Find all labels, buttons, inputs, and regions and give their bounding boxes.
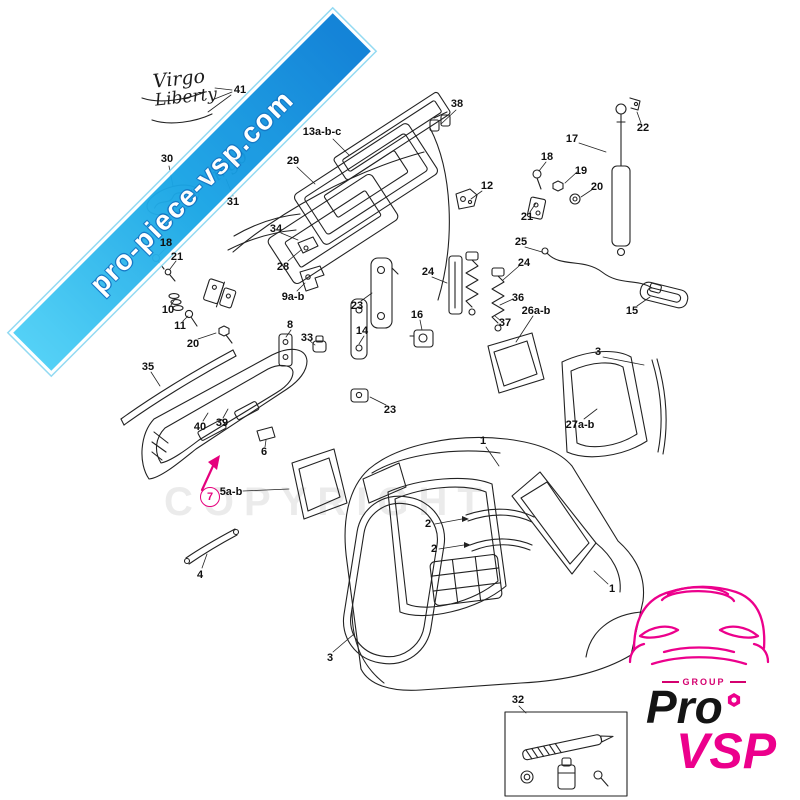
logo-vsp-text: VSP — [676, 723, 777, 779]
latch-16-part — [409, 329, 434, 348]
callout-33: 33 — [300, 332, 314, 344]
logo-group-row: GROUP — [662, 677, 747, 687]
callout-39: 39 — [215, 417, 229, 429]
callout-41: 41 — [233, 84, 247, 96]
callout-16: 16 — [410, 309, 424, 321]
windshield-27ab — [561, 350, 648, 458]
callout-8: 8 — [286, 319, 294, 331]
callout-2: 2 — [430, 543, 438, 555]
highlighted-callout-7: 7 — [200, 487, 220, 507]
grommet-33-part — [312, 335, 327, 353]
hinge-23b-part — [350, 388, 369, 403]
callout-6: 6 — [260, 446, 268, 458]
callout-34: 34 — [269, 223, 283, 235]
quarter-window-5ab — [291, 448, 348, 520]
callout-11: 11 — [174, 320, 186, 332]
hinge-38-part — [429, 111, 451, 132]
bracket-12-part — [455, 188, 478, 210]
callout-26a-b: 26a-b — [521, 305, 551, 317]
clip-22-part — [629, 97, 641, 111]
bracket-23-part — [370, 257, 399, 329]
callout-32: 32 — [511, 694, 525, 706]
callout-3: 3 — [594, 346, 602, 358]
callout-23: 23 — [383, 404, 397, 416]
kit-box-32 — [504, 711, 628, 797]
logo-group-label: GROUP — [682, 677, 726, 687]
provsp-car-logo — [628, 585, 770, 666]
callout-21: 21 — [170, 251, 184, 263]
callout-17: 17 — [565, 133, 579, 145]
seal-strips-2 — [465, 508, 535, 552]
callout-36: 36 — [511, 292, 525, 304]
callout-40: 40 — [193, 421, 207, 433]
quarter-window-26ab — [487, 332, 545, 394]
strip-4-part — [183, 528, 240, 565]
callout-21: 21 — [520, 211, 534, 223]
callout-35: 35 — [141, 361, 155, 373]
callout-24: 24 — [421, 266, 435, 278]
callout-15: 15 — [625, 305, 639, 317]
script-swashes — [141, 91, 213, 124]
sill-panel-39-40 — [141, 348, 308, 480]
callout-2: 2 — [424, 518, 432, 530]
callout-23: 23 — [350, 300, 364, 312]
trim-strip-35-part — [120, 349, 237, 426]
callout-28: 28 — [276, 261, 290, 273]
callout-30: 30 — [160, 153, 174, 165]
callout-1: 1 — [608, 583, 616, 595]
callout-4: 4 — [196, 569, 204, 581]
cable-25-part — [541, 247, 662, 294]
callout-20: 20 — [186, 338, 200, 350]
fasteners-left — [151, 253, 237, 344]
seal-strip-3-right — [651, 358, 667, 455]
fasteners-right — [526, 169, 581, 220]
callout-13a-b-c: 13a-b-c — [302, 126, 342, 138]
wedge-6-part — [256, 426, 276, 442]
callout-29: 29 — [286, 155, 300, 167]
callout-1: 1 — [479, 435, 487, 447]
callout-19: 19 — [574, 165, 588, 177]
callout-37: 37 — [498, 317, 512, 329]
panel-edge-arcs — [227, 127, 450, 301]
callout-20: 20 — [590, 181, 604, 193]
callout-27a-b: 27a-b — [565, 419, 595, 431]
callout-38: 38 — [450, 98, 464, 110]
logo-pro-text: Pro — [646, 681, 723, 733]
group-dash-left — [662, 681, 679, 683]
callout-22: 22 — [636, 122, 650, 134]
callout-18: 18 — [159, 237, 173, 249]
bracket-28-part — [297, 236, 319, 254]
tailgate-panels — [267, 91, 451, 285]
callout-5a-b: 5a-b — [219, 486, 243, 498]
door-seal-3 — [342, 495, 446, 665]
callout-18: 18 — [540, 151, 554, 163]
callout-10: 10 — [161, 304, 175, 316]
callout-3: 3 — [326, 652, 334, 664]
bracket-9ab-part — [299, 265, 325, 292]
logo-hexagon-icon — [727, 693, 741, 707]
bracket-14-part — [350, 298, 368, 360]
leader-lines — [150, 87, 651, 714]
handle-15-part — [639, 281, 689, 309]
callout-12: 12 — [480, 180, 494, 192]
callout-25: 25 — [514, 236, 528, 248]
gas-strut-17 — [611, 103, 631, 257]
highlight-arrow — [200, 455, 220, 492]
callout-31: 31 — [226, 196, 240, 208]
callout-9a-b: 9a-b — [281, 291, 305, 303]
body-shell — [344, 436, 645, 691]
group-dash-right — [729, 681, 747, 683]
springs-36-37 — [448, 251, 505, 332]
callout-14: 14 — [355, 325, 369, 337]
callout-24: 24 — [517, 257, 531, 269]
